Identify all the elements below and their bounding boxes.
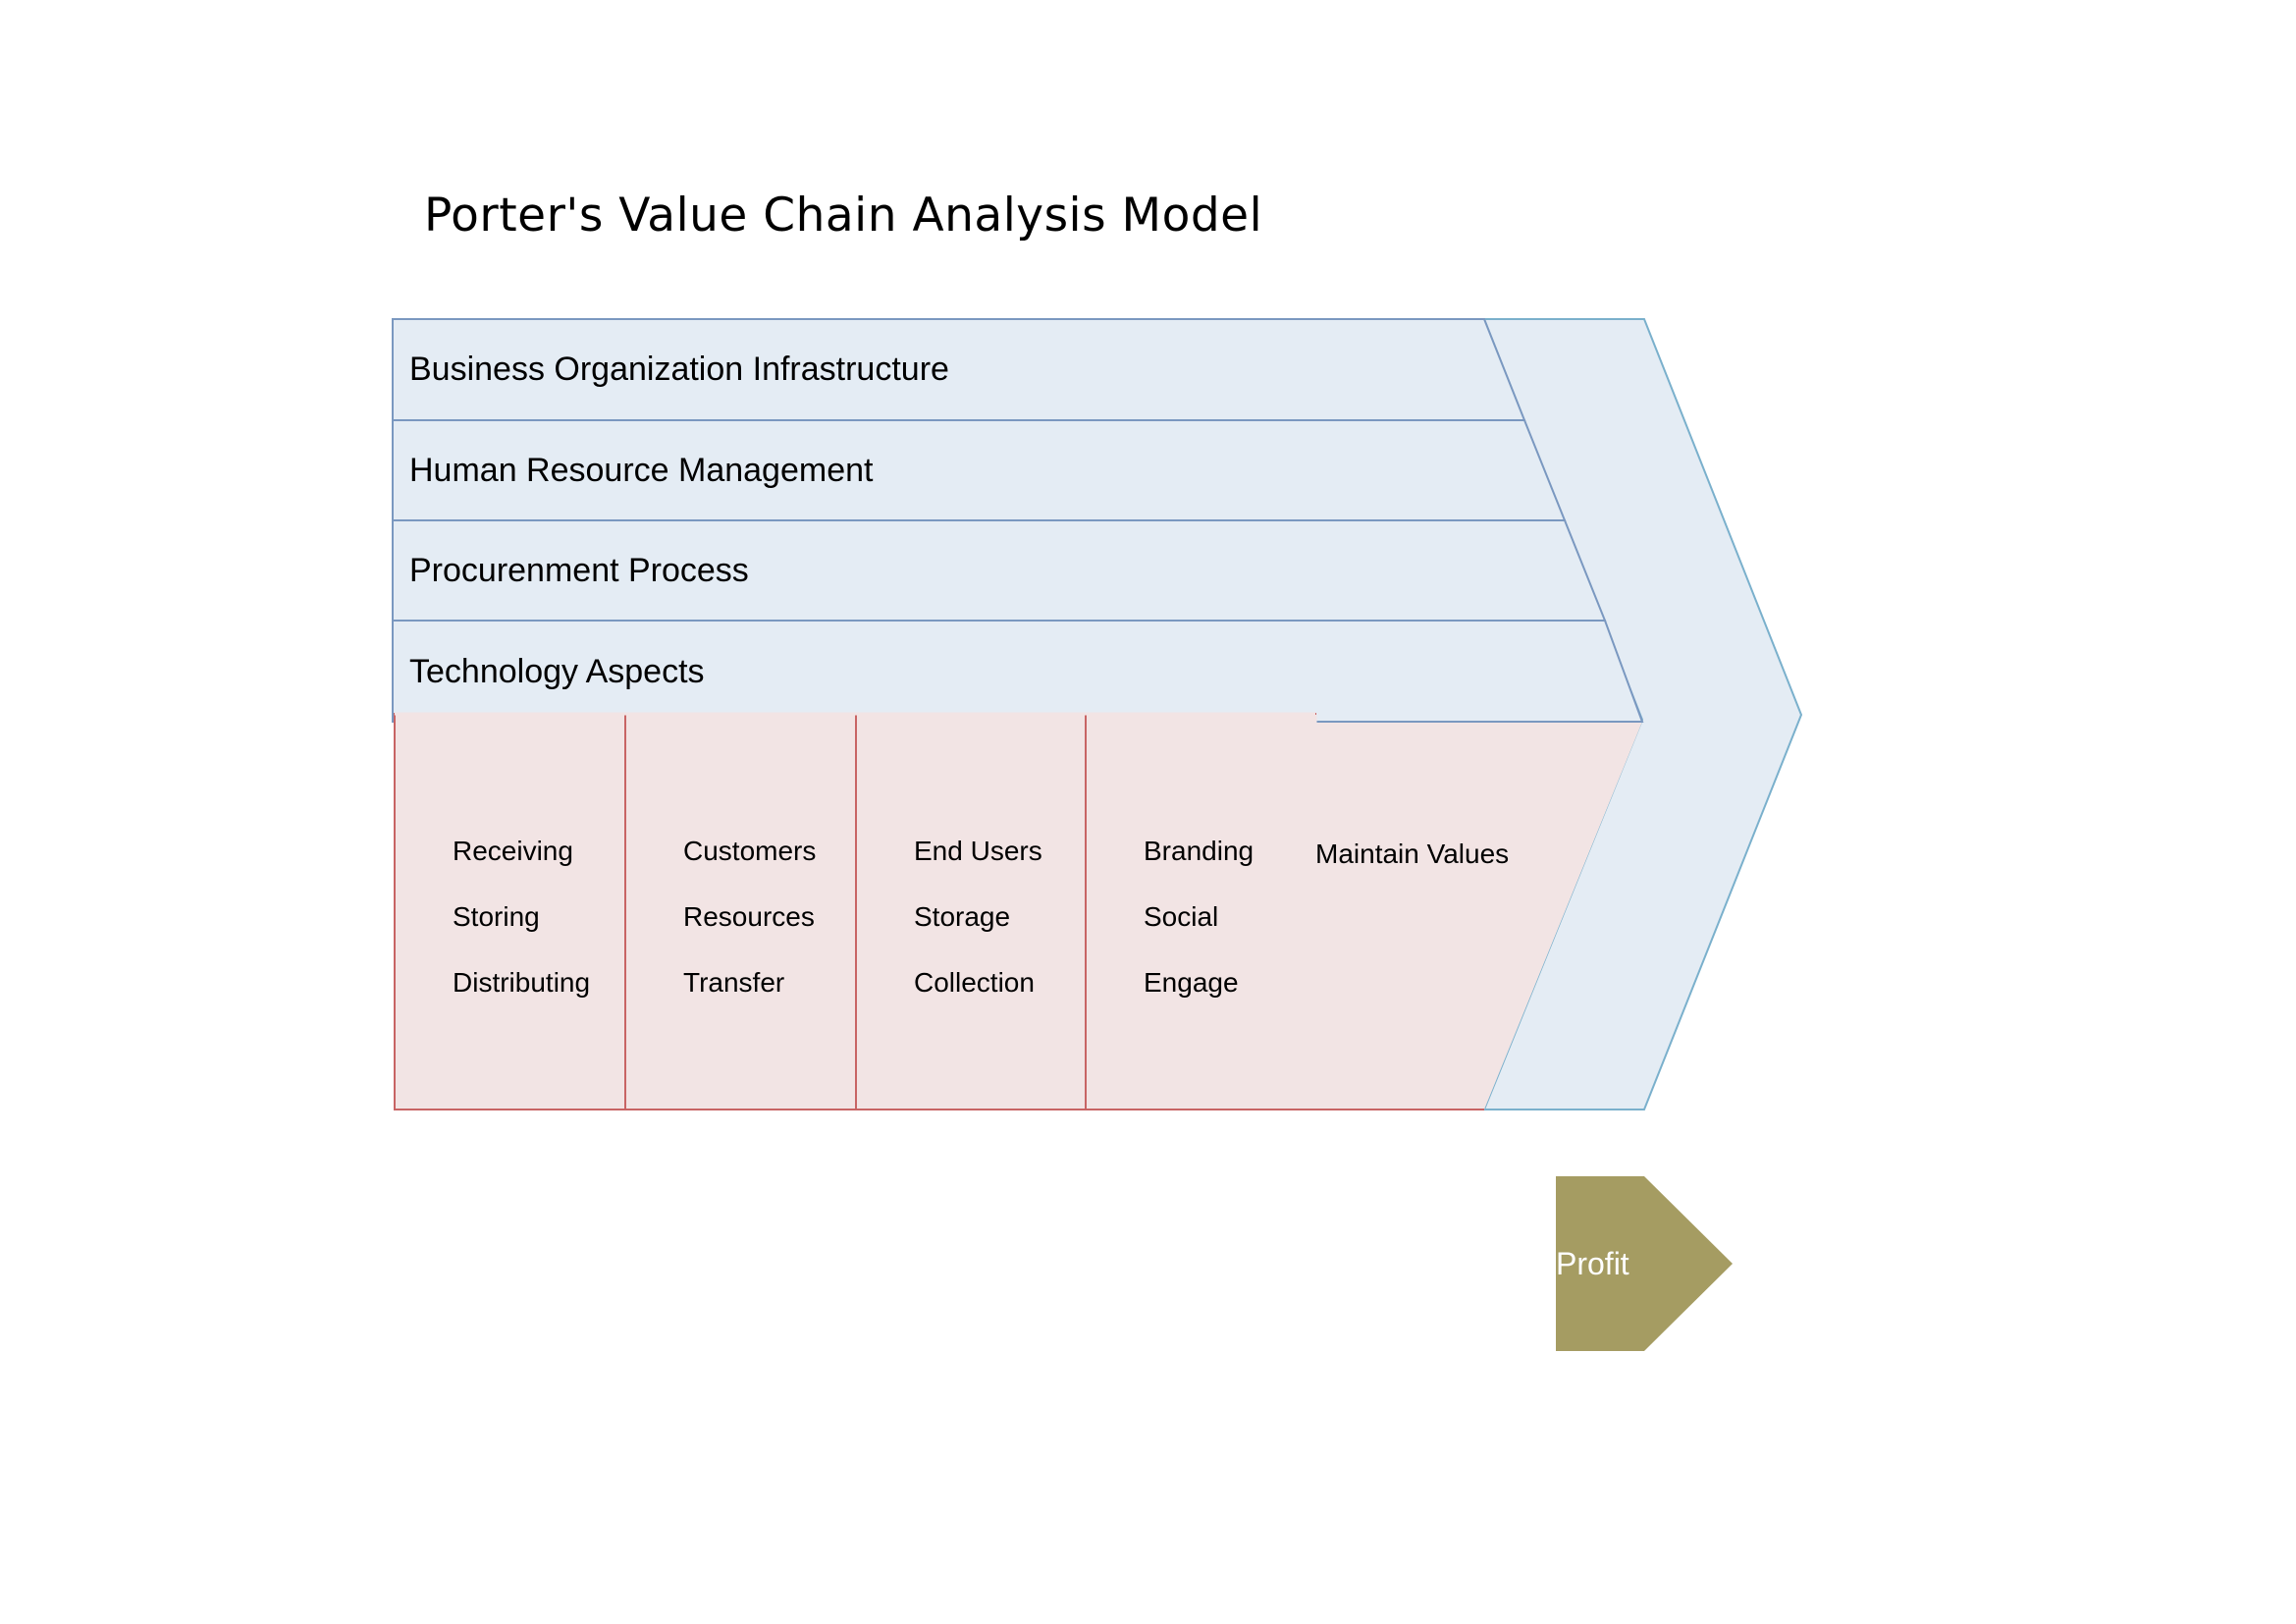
primary-item: Storing	[453, 901, 540, 932]
primary-item: Transfer	[683, 967, 784, 998]
support-label-infrastructure: Business Organization Infrastructure	[409, 351, 949, 388]
primary-item: Distributing	[453, 967, 590, 998]
primary-box-marketing	[1085, 713, 1316, 1110]
primary-margin-area	[1315, 722, 1642, 1110]
primary-item: Receiving	[453, 836, 573, 866]
profit-arrow: Profit	[1556, 1176, 1733, 1351]
primary-item: Storage	[914, 901, 1010, 932]
primary-item: Engage	[1144, 967, 1239, 998]
support-label-hr: Human Resource Management	[409, 452, 874, 489]
primary-box-operations	[624, 713, 857, 1110]
primary-item: Resources	[683, 901, 815, 932]
primary-activities: Receiving Storing Distributing Customers…	[394, 712, 1642, 1110]
support-label-technology: Technology Aspects	[409, 653, 705, 690]
support-label-procurement: Procurenment Process	[409, 552, 749, 589]
profit-arrow-shape	[1556, 1176, 1733, 1351]
support-activities: Business Organization Infrastructure Hum…	[392, 318, 1644, 723]
primary-item: End Users	[914, 836, 1042, 866]
primary-item: Customers	[683, 836, 816, 866]
primary-box-outbound	[855, 713, 1087, 1110]
profit-label: Profit	[1556, 1246, 1629, 1281]
primary-item: Branding	[1144, 836, 1254, 866]
page-title: Porter's Value Chain Analysis Model	[424, 189, 1263, 243]
margin-label: Maintain Values	[1315, 839, 1509, 869]
primary-item: Collection	[914, 967, 1035, 998]
primary-item: Social	[1144, 901, 1218, 932]
